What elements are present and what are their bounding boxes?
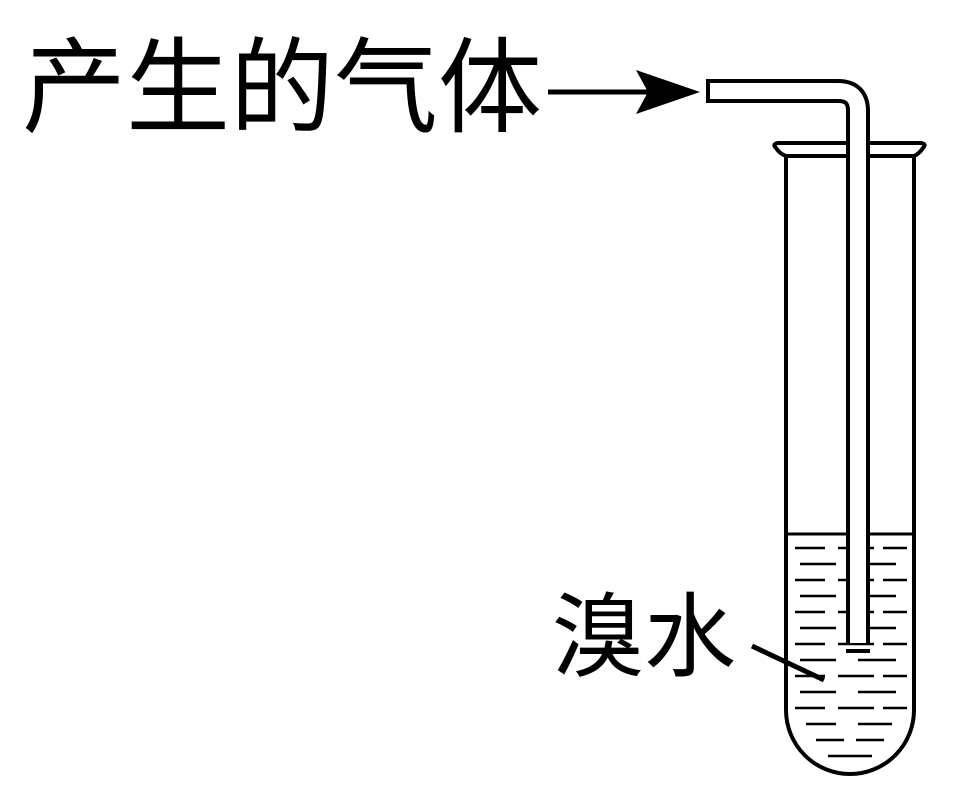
bromine-water-leader-line [750,643,826,683]
test-tube-body [784,156,916,776]
test-tube [772,141,927,776]
delivery-tube [706,79,870,653]
gas-flow-arrow [548,70,700,114]
test-tube-rim [772,141,927,158]
gas-label: 产生的气体 [22,27,543,149]
bromine-water-label: 溴水 [552,584,737,691]
